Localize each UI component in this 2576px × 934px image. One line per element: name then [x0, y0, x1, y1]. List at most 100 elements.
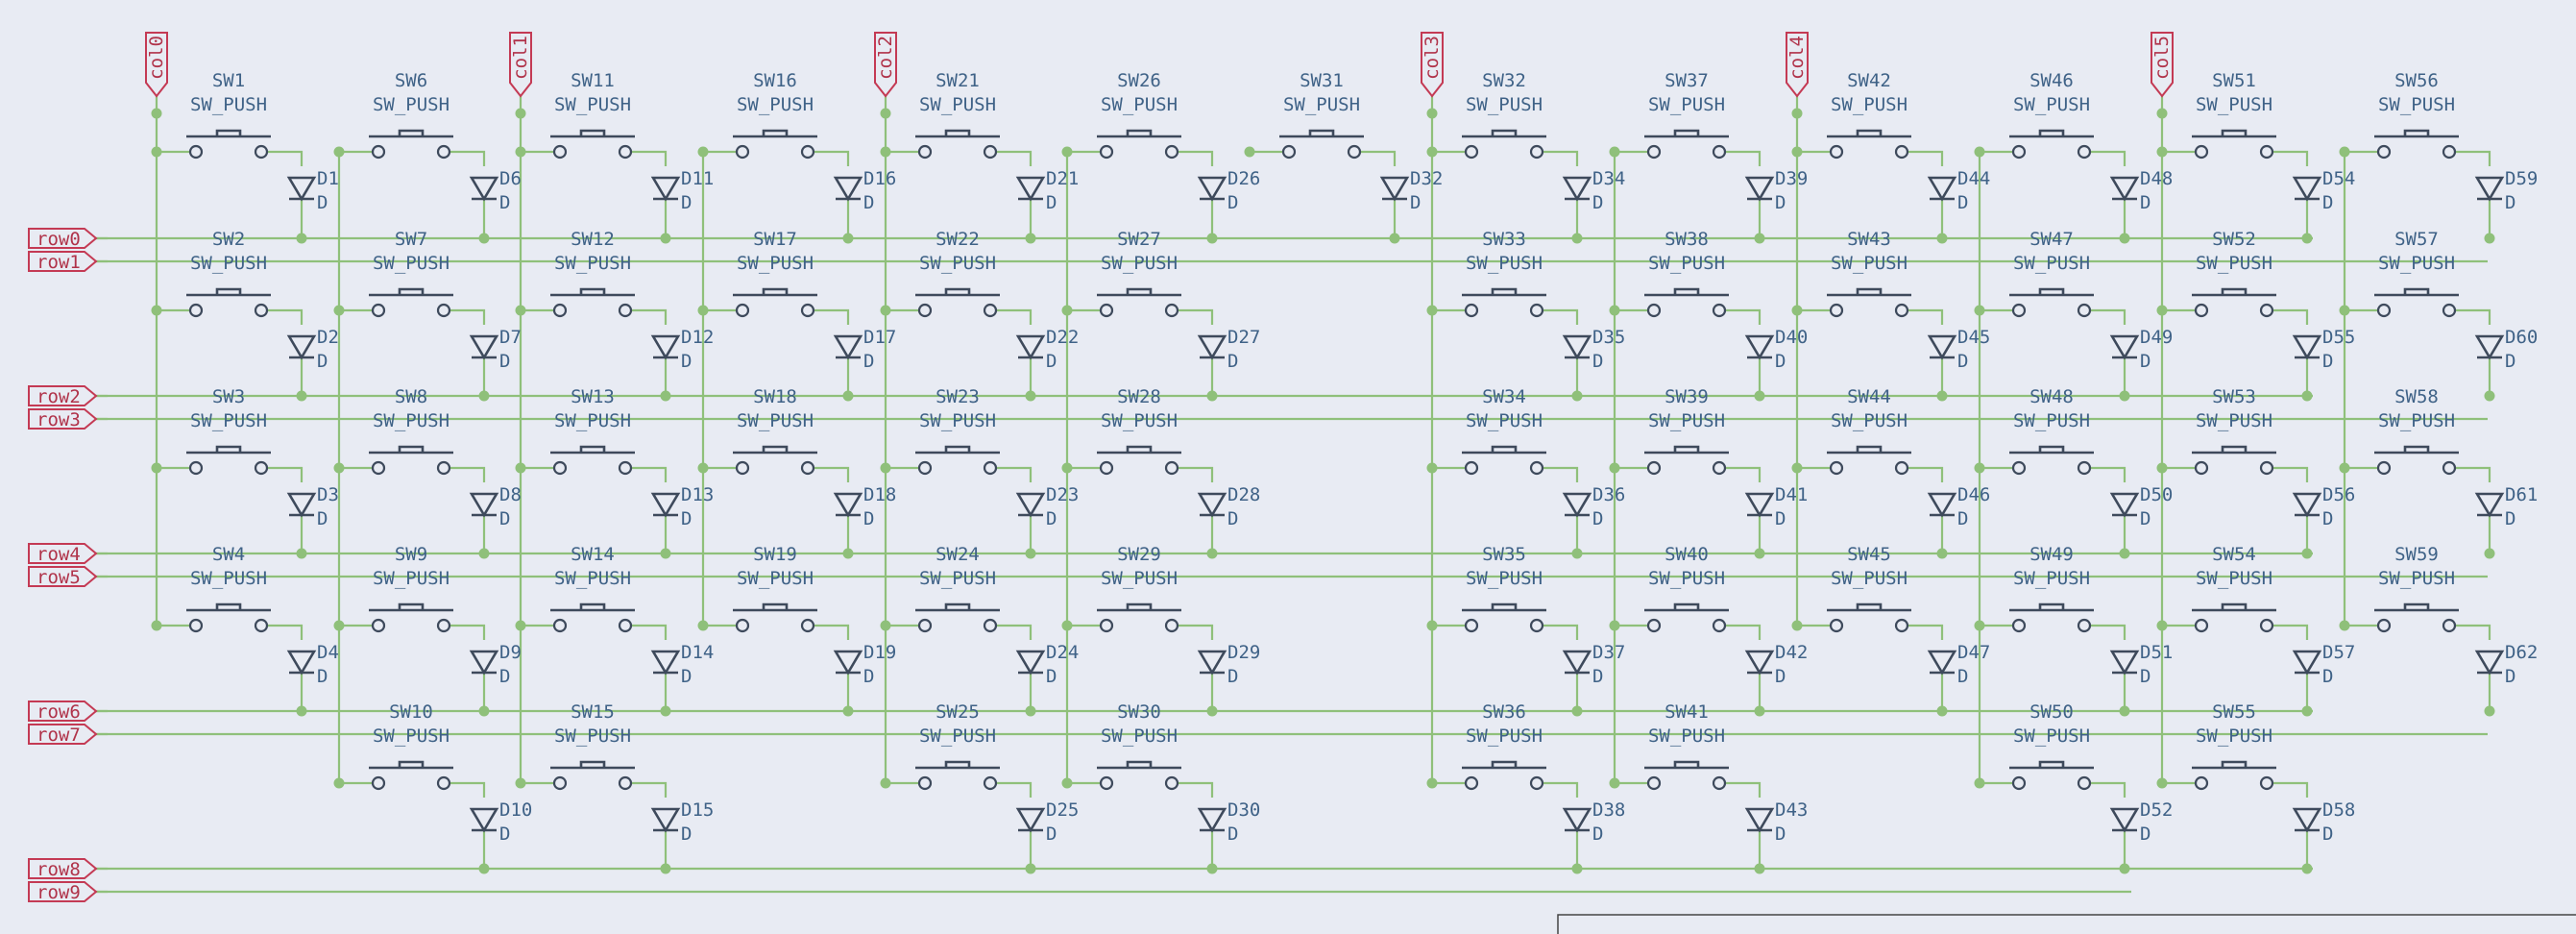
row-label-row7[interactable]: row7	[28, 724, 98, 746]
diode-d1[interactable]: D1D	[286, 168, 339, 213]
row-label-row2[interactable]: row2	[28, 385, 98, 407]
column-label-col5[interactable]: col5	[2151, 32, 2174, 98]
row-label-row1[interactable]: row1	[28, 251, 98, 273]
diode-d6[interactable]: D6D	[469, 168, 522, 213]
diode-d9[interactable]: D9D	[469, 642, 522, 687]
column-label-col3[interactable]: col3	[1421, 32, 1444, 98]
row-label-row3[interactable]: row3	[28, 408, 98, 430]
row-label-row6[interactable]: row6	[28, 700, 98, 723]
row-label-row0[interactable]: row0	[28, 228, 98, 250]
column-label-col0[interactable]: col0	[145, 32, 168, 98]
diode-d2[interactable]: D2D	[286, 327, 339, 372]
diode-d8[interactable]: D8D	[469, 484, 522, 529]
row-label-row9[interactable]: row9	[28, 881, 98, 903]
diode-d4[interactable]: D4D	[286, 642, 339, 687]
column-label-col2[interactable]: col2	[874, 32, 897, 98]
row-label-row4[interactable]: row4	[28, 543, 98, 565]
diode-d3[interactable]: D3D	[286, 484, 339, 529]
